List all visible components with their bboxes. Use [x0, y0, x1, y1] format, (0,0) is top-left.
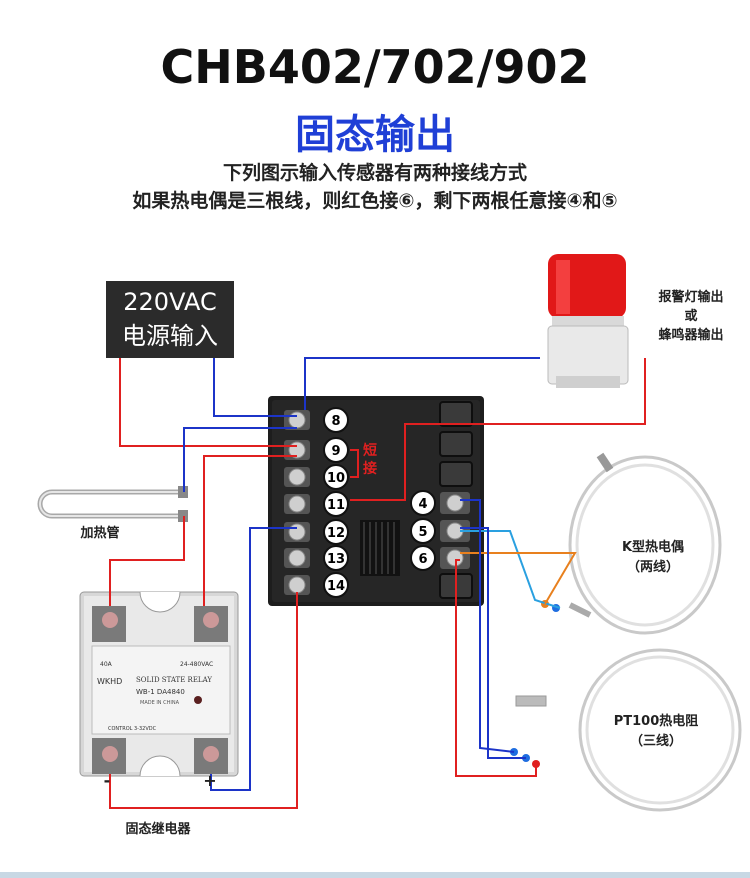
alarm-line-2: 或	[684, 309, 698, 324]
power-voltage-label: 220VAC	[123, 288, 217, 316]
page-subtitle: 固态输出	[295, 112, 455, 158]
ssr-minus-label: -	[103, 771, 111, 790]
thermocouple-line-1: K型热电偶	[621, 540, 685, 555]
svg-text:CONTROL 3-32VDC: CONTROL 3-32VDC	[108, 726, 157, 732]
pt100-line-2: （三线）	[629, 734, 682, 749]
wiring	[109, 357, 646, 809]
thermocouple-label: K型热电偶 （两线）	[598, 538, 708, 578]
terminal-number-10: 10	[323, 464, 349, 490]
terminal-screw-14	[284, 575, 310, 595]
wire-alarm-red	[350, 358, 646, 501]
wire-ssr-minus-red	[109, 592, 298, 809]
power-input-label: 电源输入	[122, 322, 218, 350]
short-jumper-wire	[350, 449, 359, 478]
svg-text:24-480VAC: 24-480VAC	[180, 661, 213, 668]
left-terminal-numbers: 8 9 10 11 12 13 14	[323, 407, 349, 598]
terminal-screw-4	[440, 492, 470, 514]
alarm-line-1: 报警灯输出	[658, 290, 724, 305]
solid-state-relay: 40A 24-480VAC WKHD SOLID STATE RELAY WB-…	[79, 591, 239, 777]
alarm-light	[547, 254, 629, 388]
alarm-line-3: 蜂鸣器输出	[658, 328, 724, 343]
wire-ssr-load-red	[203, 455, 297, 606]
description-line-2: 如果热电偶是三根线，则红色接⑥，剩下两根任意接④和⑤	[132, 190, 618, 212]
terminal-number-6: 6	[410, 545, 436, 571]
svg-text:13: 13	[327, 552, 345, 567]
ssr-label: 固态继电器	[125, 822, 191, 837]
svg-text:10: 10	[327, 471, 345, 486]
svg-text:8: 8	[331, 414, 340, 429]
heater-label: 加热管	[80, 526, 120, 541]
wire-tc-orange	[460, 552, 577, 605]
page-title: CHB402/702/902	[160, 40, 590, 94]
heater-element	[37, 486, 188, 522]
svg-text:9: 9	[331, 444, 340, 459]
terminal-number-14: 14	[323, 572, 349, 598]
svg-text:SOLID STATE RELAY: SOLID STATE RELAY	[136, 676, 212, 684]
wire-ssr-plus-blue	[210, 527, 297, 791]
svg-text:4: 4	[418, 497, 427, 512]
thermocouple-line-2: （两线）	[626, 560, 679, 575]
wire-pt-blue-2	[460, 527, 526, 759]
description-line-1: 下列图示输入传感器有两种接线方式	[222, 162, 527, 184]
terminal-screw-10	[284, 467, 310, 487]
svg-text:11: 11	[327, 498, 345, 513]
ssr-plus-label: +	[203, 771, 217, 790]
wire-heater-red	[109, 516, 185, 606]
terminal-screw-11	[284, 494, 310, 514]
terminal-screw-12	[284, 522, 310, 542]
svg-text:WB-1 DA4840: WB-1 DA4840	[136, 688, 185, 696]
svg-text:WKHD: WKHD	[97, 677, 122, 686]
terminal-number-12: 12	[323, 519, 349, 545]
svg-text:12: 12	[327, 526, 345, 541]
svg-text:14: 14	[327, 579, 345, 594]
wire-power-blue	[213, 358, 297, 417]
terminal-number-9: 9	[323, 437, 349, 463]
short-label: 短接	[363, 443, 377, 477]
footer-bar	[0, 872, 750, 878]
wire-heater-blue	[183, 427, 297, 492]
terminal-number-5: 5	[410, 518, 436, 544]
right-terminal-block: 4 5 6	[410, 490, 470, 571]
terminal-number-11: 11	[323, 491, 349, 517]
power-input-box: 220VAC 电源输入	[106, 281, 234, 358]
alarm-output-label: 报警灯输出 或 蜂鸣器输出	[636, 288, 746, 345]
wire-alarm-blue	[304, 357, 540, 410]
pt100-line-1: PT100热电阻	[613, 714, 699, 729]
svg-text:MADE IN CHINA: MADE IN CHINA	[140, 700, 180, 706]
wire-power-red	[119, 358, 297, 447]
terminal-screw-8	[284, 410, 310, 430]
terminal-number-4: 4	[410, 490, 436, 516]
pt100-label: PT100热电阻 （三线）	[596, 712, 716, 752]
wire-pt-blue-1	[460, 499, 515, 753]
terminal-number-8: 8	[323, 407, 349, 433]
svg-text:5: 5	[418, 525, 427, 540]
svg-text:6: 6	[418, 552, 427, 567]
terminal-number-13: 13	[323, 545, 349, 571]
terminal-screw-13	[284, 548, 310, 568]
terminal-screw-5	[440, 520, 470, 542]
wire-tc-cyan	[460, 530, 561, 609]
svg-text:40A: 40A	[100, 661, 113, 668]
wire-pt-red	[455, 559, 537, 777]
